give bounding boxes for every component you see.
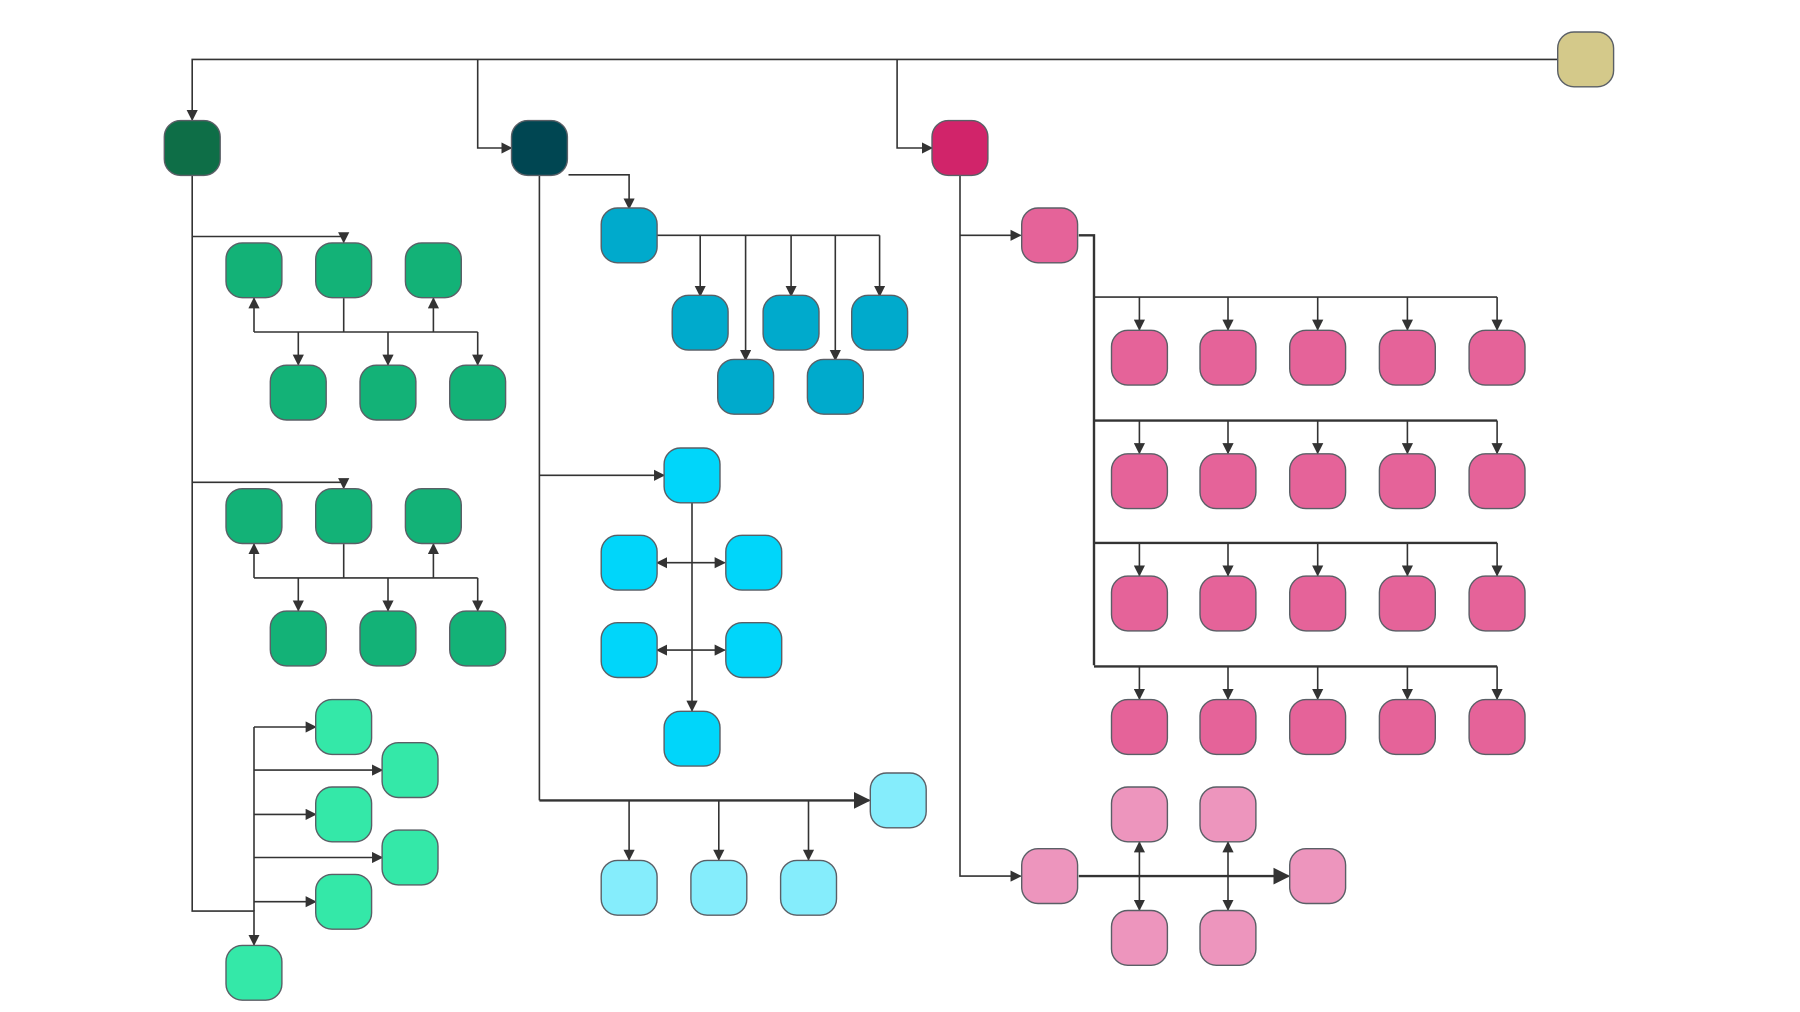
green-cluster-1-bottom-node-2[interactable] (359, 364, 417, 421)
light-pink-group-node[interactable] (1021, 848, 1079, 905)
blue-row1-node-2[interactable] (762, 294, 820, 351)
blue-row1-node-3[interactable] (851, 294, 909, 351)
green-cluster-1-top-node-2[interactable] (315, 242, 373, 299)
pink-row3-node-3[interactable] (1288, 575, 1347, 632)
light-green-node-4[interactable] (381, 829, 439, 886)
green-cluster-1-top-node-3[interactable] (404, 242, 462, 299)
pink-row3-node-1[interactable] (1110, 575, 1169, 632)
connectors (186, 58, 1558, 947)
blue-row2-node-2[interactable] (806, 358, 865, 415)
light-cyan-node-1[interactable] (600, 859, 658, 916)
green-trunk (191, 174, 260, 947)
light-pink-bottom-node-2[interactable] (1199, 909, 1257, 966)
light-green-node-2[interactable] (381, 742, 439, 799)
green-cluster-2-top-node-3[interactable] (404, 488, 462, 545)
pink-row1-node-5[interactable] (1468, 329, 1526, 386)
blue-row1-node-1[interactable] (671, 294, 729, 351)
green-cluster-2-top-node-1[interactable] (225, 488, 283, 545)
magenta-branch-node[interactable] (931, 119, 989, 177)
green-cluster-1-entry (192, 232, 350, 244)
blue-group-node[interactable] (600, 207, 658, 264)
pink-row2-node-3[interactable] (1288, 453, 1347, 510)
pink-row1-node-2[interactable] (1199, 329, 1257, 386)
green-cluster-1-bottom-node-1[interactable] (269, 364, 327, 421)
root-to-teal-branch (476, 59, 513, 154)
green-cluster-2-bottom-node-3[interactable] (449, 610, 507, 667)
magenta-to-light-pink-group (959, 174, 1022, 882)
root-node[interactable] (1556, 31, 1615, 88)
pink-row4-node-3[interactable] (1288, 698, 1347, 756)
pink-row4-node-1[interactable] (1110, 698, 1169, 756)
pink-row4-node-4[interactable] (1378, 698, 1437, 756)
light-green-node-1[interactable] (315, 698, 373, 756)
pink-row4-node-5[interactable] (1468, 698, 1526, 756)
light-pink-bottom-node-1[interactable] (1110, 909, 1169, 966)
root-to-green-branch (186, 58, 1558, 122)
cyan-left-node-2[interactable] (600, 622, 658, 679)
blue-row2-node-1[interactable] (717, 358, 775, 415)
light-pink-right-node[interactable] (1288, 848, 1347, 905)
green-cluster-2-bottom-node-1[interactable] (269, 610, 327, 667)
cyan-bottom-node[interactable] (663, 710, 721, 767)
pink-row2-node-1[interactable] (1110, 453, 1169, 510)
pink-row4-node-2[interactable] (1199, 698, 1257, 756)
green-cluster-2-top-node-2[interactable] (315, 488, 373, 545)
pink-row2-node-5[interactable] (1468, 453, 1526, 510)
pink-row1-node-1[interactable] (1110, 329, 1169, 386)
teal-to-blue-group (568, 174, 635, 210)
light-green-node-3[interactable] (315, 786, 373, 843)
cyan-right-node-2[interactable] (725, 622, 783, 679)
pink-row2-node-4[interactable] (1378, 453, 1437, 510)
light-pink-top-node-2[interactable] (1199, 786, 1257, 843)
green-cluster-2-entry (192, 478, 350, 490)
root-to-magenta-branch (896, 59, 934, 154)
cyan-left-node-1[interactable] (600, 534, 658, 591)
pink-row3-node-4[interactable] (1378, 575, 1437, 632)
pink-row1-node-4[interactable] (1378, 329, 1437, 386)
light-green-node-5[interactable] (315, 873, 373, 930)
cyan-group-node[interactable] (663, 447, 721, 504)
cyan-right-node-1[interactable] (725, 534, 783, 591)
light-cyan-group-node[interactable] (869, 772, 927, 829)
pink-row3-node-2[interactable] (1199, 575, 1257, 632)
light-green-end-node[interactable] (225, 944, 283, 1001)
light-cyan-node-2[interactable] (690, 859, 748, 916)
green-branch-node[interactable] (163, 119, 221, 177)
pink-row2-node-2[interactable] (1199, 453, 1257, 510)
pink-row3-node-5[interactable] (1468, 575, 1526, 632)
light-cyan-node-3[interactable] (779, 859, 838, 916)
nodes (163, 31, 1615, 1001)
light-pink-top-node-1[interactable] (1110, 786, 1169, 843)
green-cluster-2-bottom-node-2[interactable] (359, 610, 417, 667)
green-cluster-1-bottom-node-3[interactable] (449, 364, 507, 421)
green-cluster-1-top-node-1[interactable] (225, 242, 283, 299)
teal-branch-node[interactable] (510, 119, 569, 177)
pink-group-trunk (1078, 234, 1096, 666)
pink-row1-node-3[interactable] (1288, 329, 1347, 386)
pink-group-node[interactable] (1021, 207, 1079, 264)
